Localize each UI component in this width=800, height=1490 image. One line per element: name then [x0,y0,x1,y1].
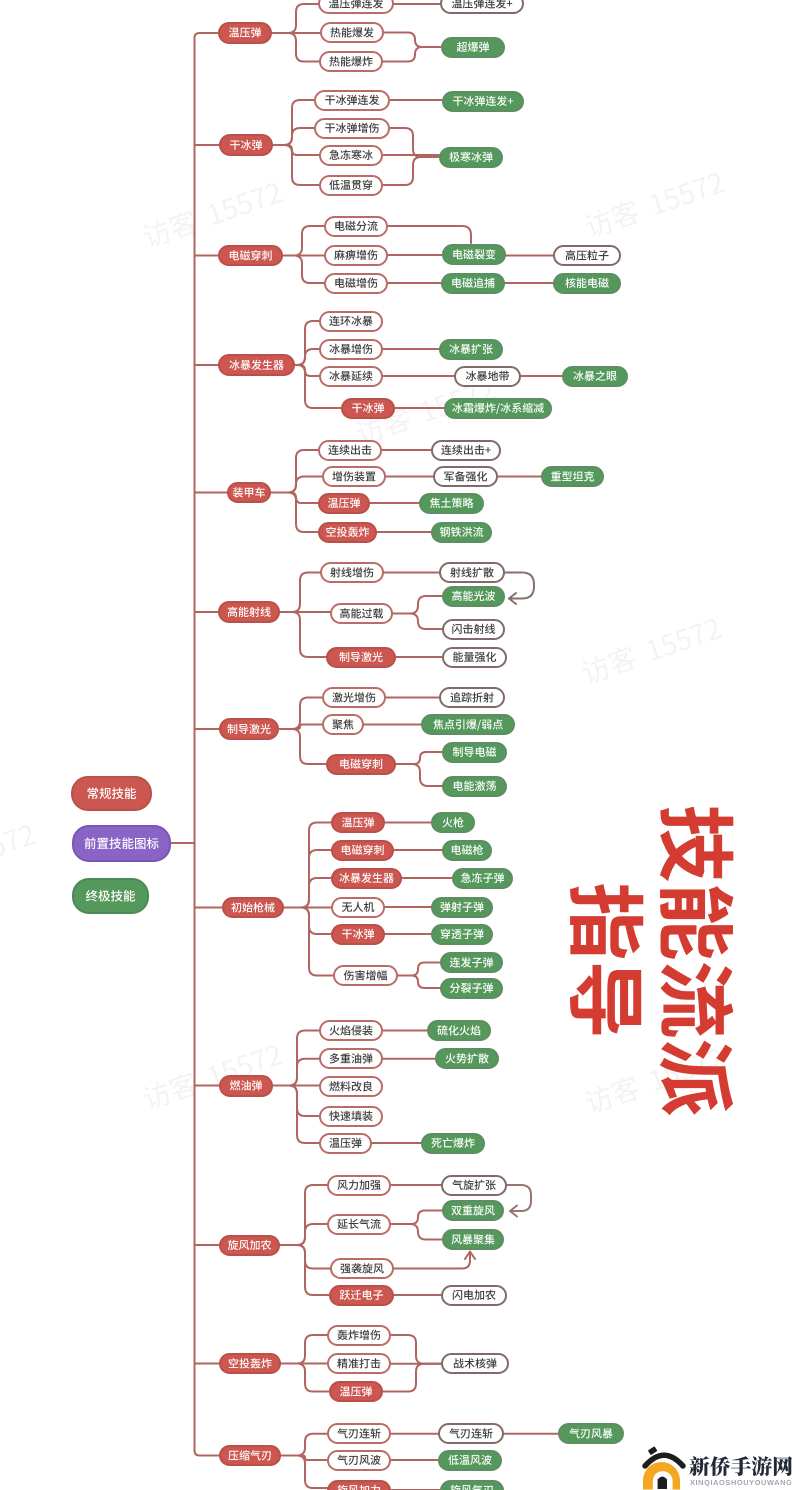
svg-text:XINQIAOSHOUYOUWANG: XINQIAOSHOUYOUWANG [690,1478,792,1487]
